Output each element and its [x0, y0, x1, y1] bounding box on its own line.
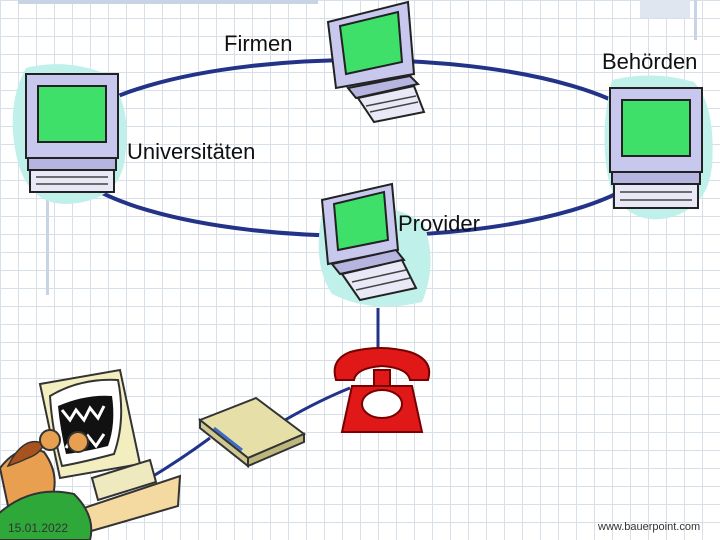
computer-firmen — [326, 0, 426, 124]
phone-modem-cable — [284, 386, 351, 422]
right-accent-line — [694, 0, 697, 40]
modem-user-cable — [149, 436, 211, 480]
top-left-accent — [18, 0, 318, 4]
label-behoerden: Behörden — [602, 49, 698, 74]
footer-url: www.bauerpoint.com — [598, 521, 701, 533]
label-firmen: Firmen — [224, 31, 293, 56]
top-right-accent — [640, 0, 690, 18]
computer-behoerden — [604, 75, 713, 220]
computer-universitaeten — [12, 64, 127, 205]
computer-provider — [318, 182, 431, 307]
label-universitaeten: Universitäten — [127, 139, 256, 164]
frustrated-user-illustration — [0, 368, 182, 540]
left-accent-line — [46, 200, 49, 295]
label-provider: Provider — [398, 211, 480, 236]
modem-icon — [198, 396, 306, 469]
footer-date: 15.01.2022 — [8, 521, 69, 535]
telephone-icon — [333, 347, 431, 433]
